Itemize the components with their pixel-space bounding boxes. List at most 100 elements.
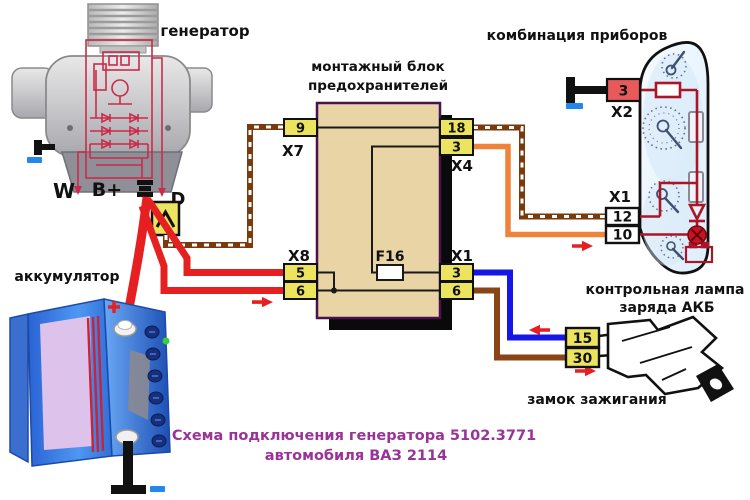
ground-stem [42,144,55,150]
wire-bplus-to-x8-5 [146,199,284,276]
wire-bplus-to-x8-6 [138,204,284,294]
arrow-down-icon [74,186,82,195]
arrow-left-icon [529,324,550,336]
connector-cluster-x1-label: X1 [609,188,631,206]
wire-x4-to-cluster-12 [473,124,606,220]
pin-x2-3 [605,77,642,103]
bolt-icon [67,125,73,131]
pin-x4-18 [439,118,474,137]
pin-x4-3-label: 3 [452,141,461,156]
battery-ground [111,441,165,494]
fuse-block-pins: 9 5 6 18 3 3 6 [283,118,474,300]
fuse-block-internal-wiring [317,126,440,292]
generator-ground [27,140,55,163]
arrow-down-icon [158,188,166,197]
caption-line-1: Схема подключения генератора 5102.3771 [172,428,536,444]
bplus-stud [137,180,153,197]
pin-ignition-30-label: 30 [573,351,593,367]
fuse-block-label-2: предохранителей [308,78,448,94]
wire-x4-to-cluster-10 [473,143,606,238]
terminal-bplus-label: B+ [92,179,122,201]
resistor-symbol [654,81,682,99]
pin-x7-9 [283,118,318,137]
connector-x7-label: X7 [282,142,304,160]
gauge-needles [663,50,686,261]
cluster-x2-connector: 3 X2 [566,77,642,121]
ground-icon [111,485,146,494]
d-terminal-lead [152,57,163,190]
cluster-label: комбинация приборов [487,28,668,44]
battery-drawing [9,298,171,494]
bolt-icon [165,125,171,131]
generator-body [45,55,191,157]
w-terminal-lead [77,151,86,186]
pin-x1-6 [439,281,474,300]
diode-symbol [687,203,707,222]
ground-icon [34,140,42,155]
plus-icon [108,301,120,313]
pin-cluster-10 [604,224,641,245]
fuse-f16-label: F16 [375,249,404,265]
ground-stem [123,441,133,485]
ignition-connector: 15 30 [564,326,615,369]
wire-x1-to-ignition-15 [473,269,566,341]
pin-x8-5-label: 5 [296,267,305,282]
fuse-block-body [315,101,442,320]
keyhole-icon [709,378,723,390]
voltage-regulator-symbol [102,51,140,71]
ground-icon [566,77,575,103]
ignition-lock-detail [621,326,693,381]
pin-x1-6-label: 6 [452,285,461,300]
charge-warning-lamp [687,225,707,245]
pin-x1-3-label: 3 [452,267,461,282]
cluster-internal-circuit [640,81,714,264]
arrow-right-icon [575,365,596,377]
battery-label-panel [40,316,93,450]
fuse-f16-symbol [376,264,404,281]
pin-x8-6 [283,281,318,300]
pin-x4-18-label: 18 [447,122,465,137]
cluster-x1-connector: X1 12 10 [604,188,641,245]
generator-label: генератор [160,22,249,40]
charge-indicator-eye [162,337,170,345]
cluster-tint [642,178,694,266]
battery-vent-caps [144,325,167,448]
fuse-block-label-1: монтажный блок [311,59,444,75]
wire-d-to-x7 [163,124,284,248]
arrow-right-icon [252,296,273,308]
battery-handle-recess [128,350,150,420]
instrument-cluster-drawing [638,41,714,275]
terminal-w-label: W [53,179,75,203]
pin-cluster-12-label: 12 [613,210,632,226]
generator-internal-circuit [77,39,163,190]
connector-x4-label: X4 [451,157,473,175]
arrow-right-icon [572,240,593,252]
pin-x4-3 [439,137,474,156]
generator-drawing [11,3,213,197]
pin-x2-3-label: 3 [619,84,629,100]
pin-ignition-30 [564,346,601,369]
battery-label: аккумулятор [14,269,119,285]
battery-plus-terminal-top [117,320,133,330]
wire-x1-to-ignition-30 [473,287,566,361]
connector-x2-label: X2 [611,103,633,121]
pin-x8-6-label: 6 [296,285,305,300]
ignition-lock-drawing [606,315,734,402]
fuse-block: F16 [315,101,452,330]
caption-line-2: автомобиля ВАЗ 2114 [265,448,447,464]
ignition-label: замок зажигания [527,392,667,408]
ground-mark [566,103,583,109]
pin-x7-9-label: 9 [296,122,305,137]
ground-mark [150,486,165,492]
charge-lamp-label-1: контрольная лампа [586,282,745,298]
diode-bridge-symbol [101,112,140,150]
charge-lamp-label-2: заряда АКБ [619,300,714,316]
junction-dot [331,287,337,294]
ground-stem [575,86,608,94]
battery-red-stripes [86,315,105,453]
pin-cluster-10-label: 10 [613,228,633,244]
pulley-flange [99,45,147,54]
ground-mark [27,157,42,163]
